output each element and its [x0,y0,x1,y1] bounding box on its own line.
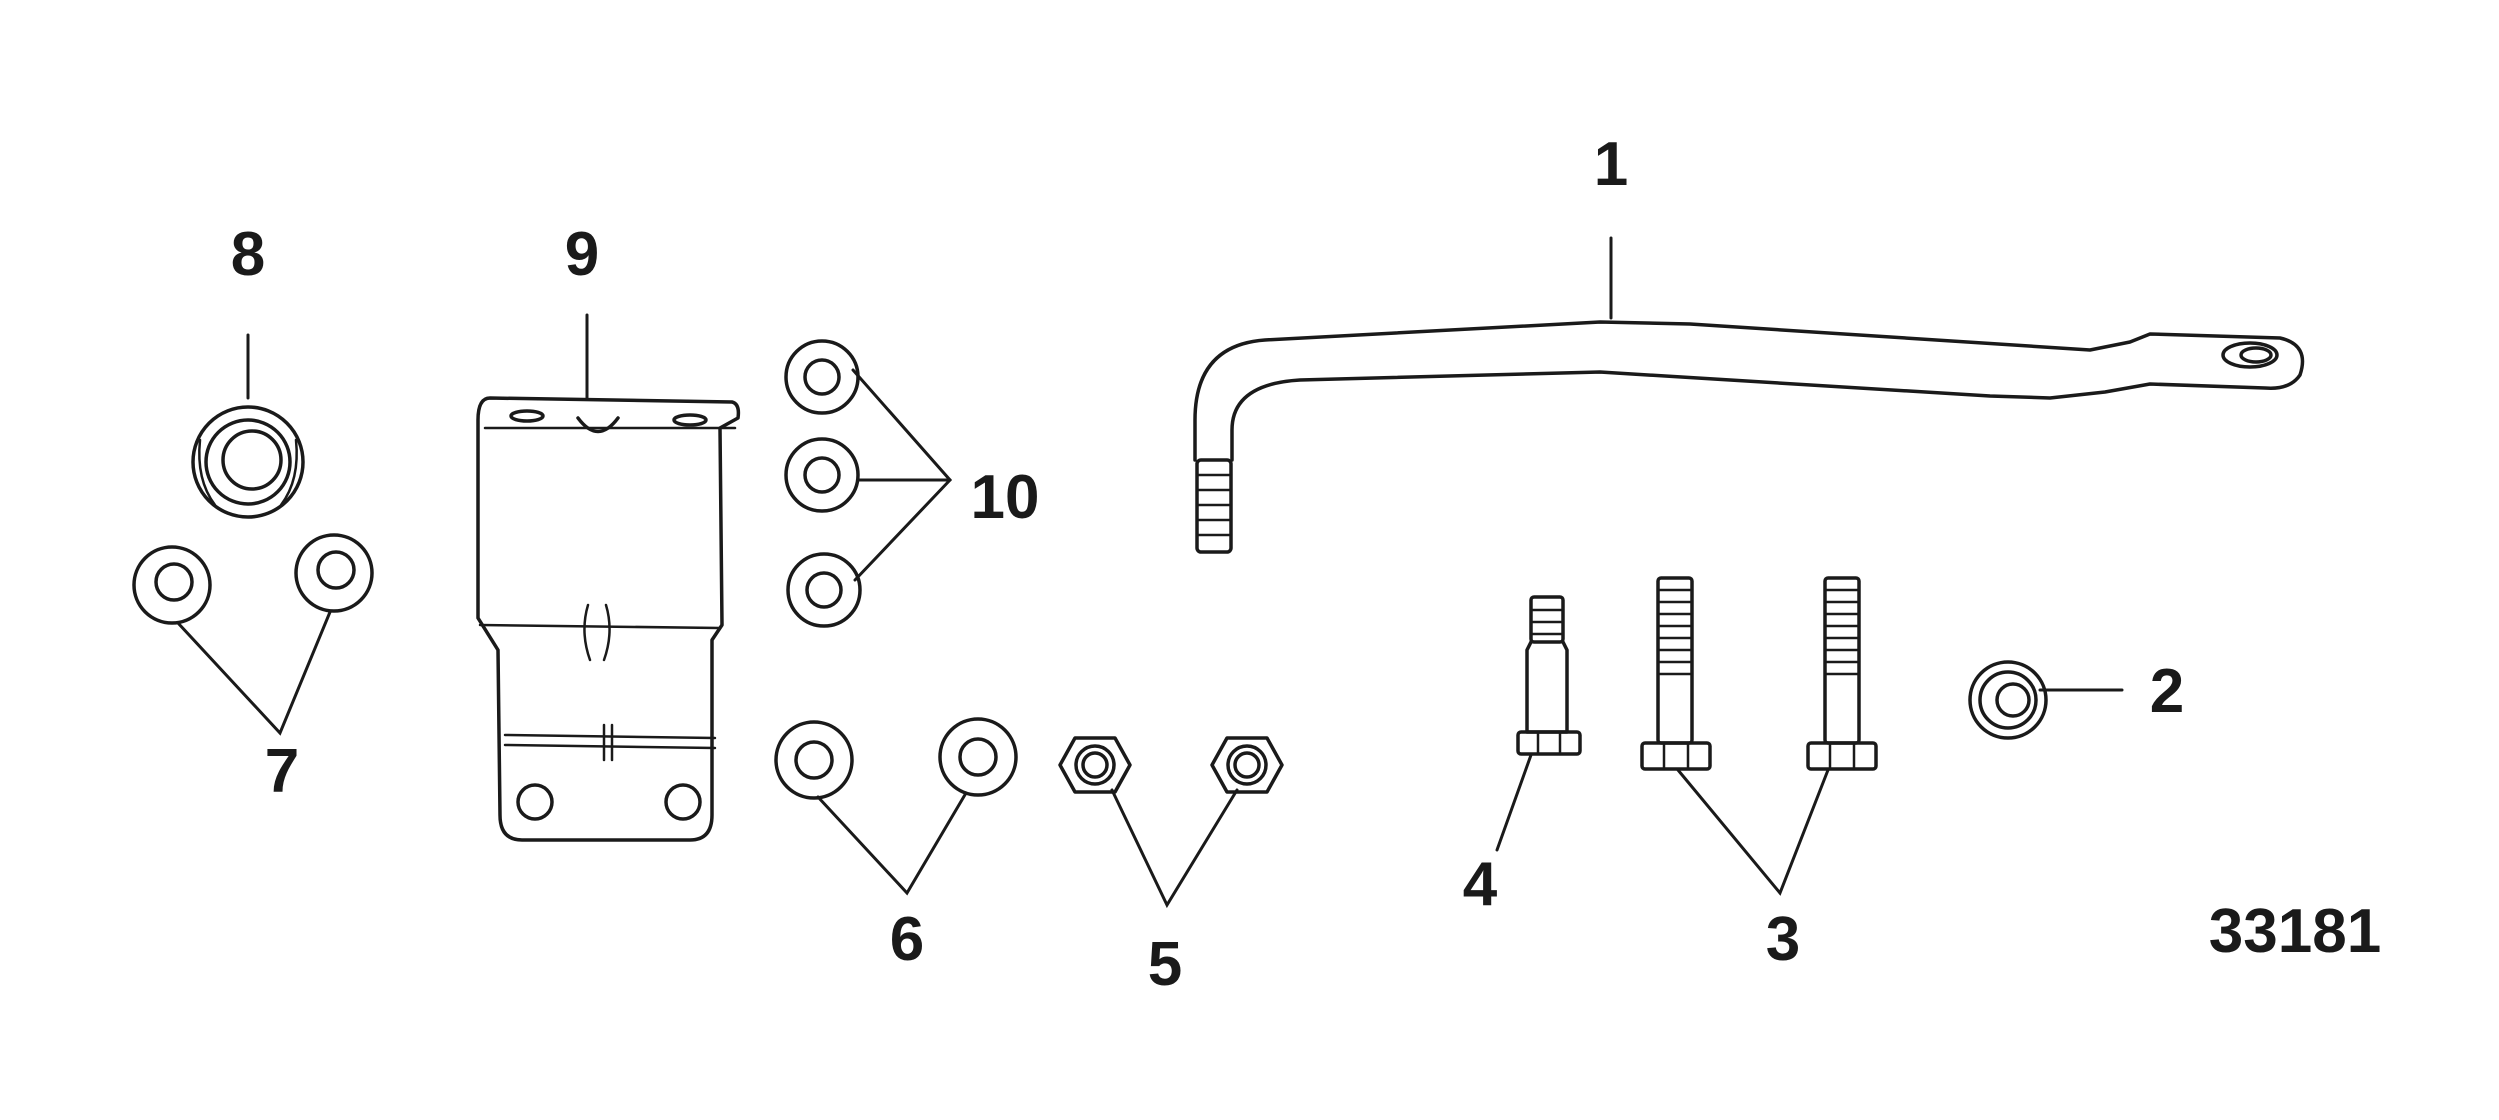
callout-5: 5 [1148,930,1182,999]
callout-6: 6 [890,905,924,974]
part-10-washers [784,339,953,628]
callout-2: 2 [2150,657,2184,726]
callout-10: 10 [971,463,1040,532]
part-7-bushings [132,533,374,736]
figure-number: 33181 [2209,897,2381,966]
callout-8: 8 [231,220,265,289]
callout-1: 1 [1594,130,1628,199]
part-8-locknut [191,333,305,519]
callout-7: 7 [265,737,299,806]
callout-3: 3 [1766,905,1800,974]
part-2-nut [1968,660,2124,740]
part-6-washers [774,717,1018,896]
callout-4: 4 [1463,850,1498,919]
part-3-bolts [1640,576,1878,896]
part-9-bracket [476,313,741,842]
callout-9: 9 [565,220,599,289]
part-1-rod [1193,236,2305,554]
part-4-shoulder-bolt [1495,595,1582,852]
part-5-hex-nuts [1058,736,1284,909]
